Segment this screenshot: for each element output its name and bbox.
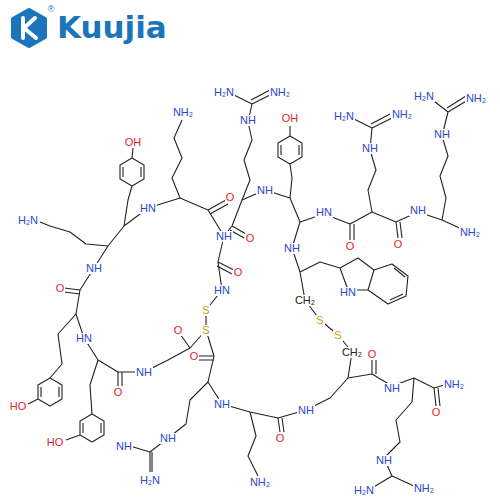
oxygen-label: O	[345, 241, 356, 252]
oxygen-label: O	[431, 407, 442, 418]
nitrogen-label: H₂N	[413, 91, 435, 102]
nitrogen-label: H₂N	[17, 215, 39, 226]
nitrogen-label: NH	[85, 263, 103, 274]
sulfur-label: S	[201, 305, 210, 316]
oxygen-label: O	[245, 233, 256, 244]
nitrogen-label: HN	[139, 203, 157, 214]
nitrogen-label: NH	[361, 143, 379, 154]
nitrogen-label: HN	[339, 287, 357, 298]
nitrogen-label: NH	[239, 115, 257, 126]
oxygen-label: O	[275, 433, 286, 444]
nitrogen-label: NH	[383, 383, 401, 394]
oxygen-label: OH	[124, 137, 143, 148]
oxygen-label: O	[233, 267, 244, 278]
nitrogen-label: H₂N	[333, 111, 355, 122]
nitrogen-label: NH₂	[269, 87, 291, 98]
sulfur-label: S	[315, 315, 324, 326]
oxygen-label: O	[113, 387, 124, 398]
oxygen-label: O	[367, 349, 378, 360]
nitrogen-label: NH	[297, 405, 315, 416]
nitrogen-label: NH	[215, 231, 233, 242]
oxygen-label: O	[393, 239, 404, 250]
logo-text: Kuujia	[56, 12, 168, 43]
oxygen-label: O	[55, 283, 66, 294]
oxygen-label: HO	[46, 437, 65, 448]
nitrogen-label: NH	[135, 367, 153, 378]
carbon-label: CH₂	[294, 295, 316, 306]
oxygen-label: O	[173, 325, 184, 336]
nitrogen-label: NH₂	[459, 227, 481, 238]
nitrogen-label: NH	[433, 129, 451, 140]
registered-mark: ®	[47, 5, 56, 14]
nitrogen-label: NH₂	[413, 483, 435, 494]
nitrogen-label: NH	[115, 441, 133, 452]
nitrogen-label: NH₂	[172, 107, 194, 118]
nitrogen-label: NH₂	[249, 477, 271, 488]
sulfur-label: S	[201, 325, 210, 336]
carbon-label: CH₂	[341, 347, 363, 358]
oxygen-label: O	[189, 351, 200, 362]
nitrogen-label: NH	[213, 399, 231, 410]
nitrogen-label: HN	[75, 333, 93, 344]
nitrogen-label: NH	[283, 243, 301, 254]
oxygen-label: O	[225, 192, 236, 203]
oxygen-label: HO	[9, 401, 28, 412]
nitrogen-label: NH	[159, 433, 177, 444]
nitrogen-label: NH	[375, 455, 393, 466]
nitrogen-label: NH	[409, 205, 427, 216]
nitrogen-label: NH	[256, 185, 274, 196]
nitrogen-label: NH₂	[391, 109, 413, 120]
nitrogen-label: H₂N	[213, 87, 235, 98]
nitrogen-label: HN	[213, 285, 231, 296]
nitrogen-label: H₂N	[353, 485, 375, 496]
sulfur-label: S	[333, 330, 342, 341]
nitrogen-label: NH₂	[465, 93, 487, 104]
oxygen-label: OH	[281, 113, 300, 124]
nitrogen-label: NH₂	[443, 379, 465, 390]
nitrogen-label: H₂N	[139, 475, 161, 486]
nitrogen-label: HN	[315, 207, 333, 218]
